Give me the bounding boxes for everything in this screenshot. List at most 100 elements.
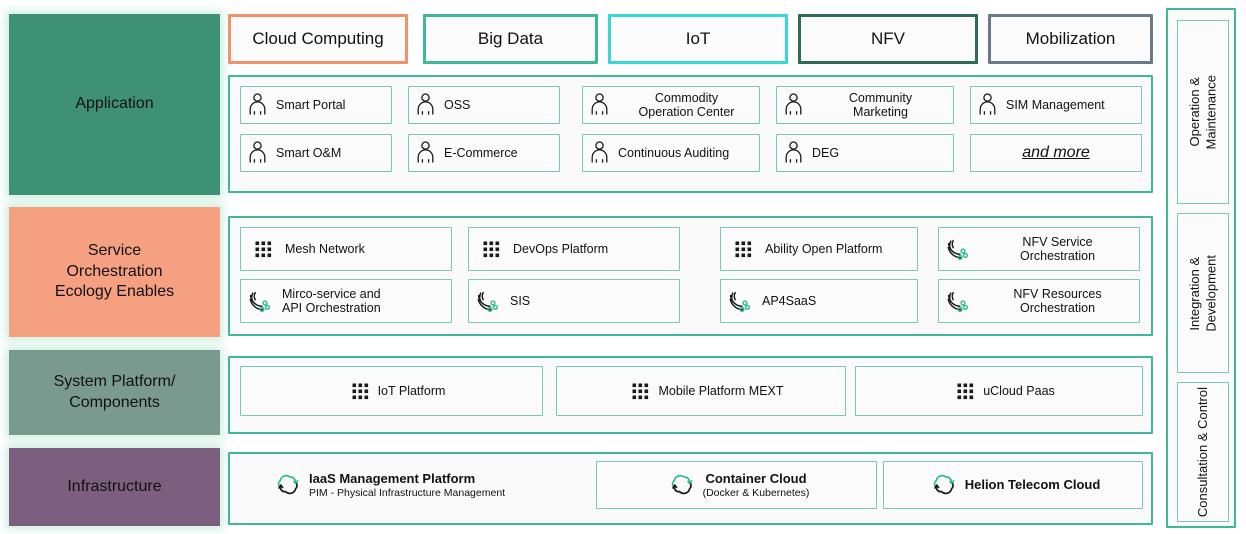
orchestration-icon (477, 291, 498, 312)
service-tile-sis[interactable]: SIS (468, 279, 680, 323)
application-tile-deg[interactable]: DEG (776, 134, 954, 172)
dot-grid-icon (483, 241, 500, 257)
infrastructure-tile-title: Container Cloud (705, 470, 807, 486)
system-platform-panel: IoT Platform Mobile Platform MEXT uCloud P… (228, 356, 1153, 434)
service-tile-ap4saas[interactable]: AP4SaaS (720, 279, 918, 323)
layer-label-service-text: Service Orchestration Ecology Enables (54, 242, 175, 301)
layer-label-infrastructure-text: Infrastructure (67, 477, 162, 495)
domain-tag-mobilization[interactable]: Mobilization (988, 14, 1153, 64)
domain-tag-iot[interactable]: IoT (608, 14, 788, 64)
application-tile-label: Commodity Operation Center (638, 90, 735, 119)
application-tile-label: DEG (812, 145, 840, 160)
layer-label-column: Application Service Orchestration Ecolog… (9, 0, 220, 534)
service-tile-mesh-network[interactable]: Mesh Network (240, 227, 452, 271)
application-tile-oss[interactable]: OSS (408, 86, 560, 124)
service-tile-label: Mirco-service and API Orchestration (282, 286, 381, 315)
service-tile-label: Mesh Network (285, 241, 365, 256)
application-tile-commodity-operation-center[interactable]: Commodity Operation Center (582, 86, 760, 124)
domain-tag-label: Big Data (477, 29, 544, 48)
service-tile-devops-platform[interactable]: DevOps Platform (468, 227, 680, 271)
sidebar-item-label: Consultation & Control (1194, 386, 1210, 518)
application-tile-e-commerce[interactable]: E-Commerce (408, 134, 560, 172)
and-more-link[interactable]: and more (1022, 144, 1090, 161)
application-tile-and-more[interactable]: and more (970, 134, 1142, 172)
layer-label-system: System Platform/ Components (9, 350, 220, 435)
orchestration-icon (249, 291, 270, 312)
person-icon (591, 141, 608, 163)
service-tile-label: DevOps Platform (513, 241, 609, 256)
cloud-icon (933, 474, 955, 495)
infrastructure-tile-helion-telecom-cloud[interactable]: Helion Telecom Cloud (883, 461, 1143, 509)
service-tile-ability-open-platform[interactable]: Ability Open Platform (720, 227, 918, 271)
system-tile-label: uCloud Paas (983, 383, 1055, 398)
orchestration-icon (729, 291, 750, 312)
dot-grid-icon (735, 241, 752, 257)
service-tile-label: SIS (510, 293, 531, 308)
person-icon (249, 93, 266, 115)
infrastructure-tile-title: IaaS Management Platform (309, 470, 476, 486)
dot-grid-icon (632, 383, 649, 399)
cloud-icon (277, 474, 299, 495)
domain-tag-cloud-computing[interactable]: Cloud Computing (228, 14, 408, 64)
domain-tag-nfv[interactable]: NFV (798, 14, 978, 64)
application-tile-smart-o-m[interactable]: Smart O&M (240, 134, 392, 172)
application-tile-label: OSS (444, 97, 471, 112)
layer-label-service: Service Orchestration Ecology Enables (9, 207, 220, 337)
layer-label-application: Application (9, 14, 220, 195)
infrastructure-tile-container-cloud[interactable]: Container Cloud(Docker & Kubernetes) (596, 461, 877, 509)
sidebar-item-integration-development[interactable]: Integration & Development (1177, 213, 1229, 373)
infrastructure-tile-subtitle: PIM - Physical Infrastructure Management (309, 486, 506, 499)
application-tile-label: Community Marketing (848, 90, 913, 119)
dot-grid-icon (352, 383, 368, 399)
application-panel: Smart Portal OSS Commodity Operation Cente… (228, 75, 1153, 193)
service-tile-nfv-resources-orchestration[interactable]: NFV Resources Orchestration (938, 279, 1140, 323)
system-tile-mobile-platform-mext[interactable]: Mobile Platform MEXT (556, 366, 846, 416)
application-tile-continuous-auditing[interactable]: Continuous Auditing (582, 134, 760, 172)
service-tile-label: NFV Resources Orchestration (1013, 286, 1102, 315)
application-tile-label: SIM Management (1006, 97, 1105, 112)
person-icon (785, 93, 802, 115)
system-tile-ucloud-paas[interactable]: uCloud Paas (855, 366, 1143, 416)
application-tile-label: Continuous Auditing (618, 145, 730, 160)
person-icon (591, 93, 608, 115)
application-tile-sim-management[interactable]: SIM Management (970, 86, 1142, 124)
system-tile-label: Mobile Platform MEXT (658, 383, 784, 398)
person-icon (979, 93, 996, 115)
domain-tag-label: Mobilization (1025, 29, 1116, 48)
person-icon (417, 141, 434, 163)
service-orchestration-panel: Mesh Network DevOps Platform Ability Open … (228, 216, 1153, 336)
infrastructure-tile-title: Helion Telecom Cloud (964, 477, 1101, 493)
sidebar-item-consultation-control[interactable]: Consultation & Control (1177, 382, 1229, 522)
domain-tag-label: NFV (871, 29, 905, 48)
domain-tag-label: Cloud Computing (252, 29, 384, 48)
service-tile-nfv-service-orchestration[interactable]: NFV Service Orchestration (938, 227, 1140, 271)
dot-grid-icon (957, 383, 974, 399)
application-tile-smart-portal[interactable]: Smart Portal (240, 86, 392, 124)
application-tile-label: Smart O&M (276, 145, 342, 160)
cloud-icon (671, 474, 693, 495)
dot-grid-icon (255, 241, 272, 257)
sidebar-item-label: Integration & Development (1186, 254, 1218, 332)
service-tile-mirco-service-and-api-orchestration[interactable]: Mirco-service and API Orchestration (240, 279, 452, 323)
application-tile-community-marketing[interactable]: Community Marketing (776, 86, 954, 124)
person-icon (249, 141, 266, 163)
infrastructure-tile-subtitle: (Docker & Kubernetes) (702, 486, 810, 499)
system-tile-iot-platform[interactable]: IoT Platform (240, 366, 543, 416)
layer-label-infrastructure: Infrastructure (9, 448, 220, 526)
layer-label-application-text: Application (75, 95, 154, 113)
person-icon (417, 93, 434, 115)
service-tile-label: Ability Open Platform (765, 241, 883, 256)
service-tile-label: NFV Service Orchestration (1019, 234, 1096, 263)
orchestration-icon (947, 239, 968, 260)
service-tile-label: AP4SaaS (762, 293, 817, 308)
domain-tag-label: IoT (685, 29, 711, 48)
sidebar-item-label: Operation & Maintenance (1186, 74, 1218, 150)
domain-tag-big-data[interactable]: Big Data (423, 14, 598, 64)
sidebar-item-operation-maintenance[interactable]: Operation & Maintenance (1177, 20, 1229, 204)
layer-label-system-text: System Platform/ Components (53, 373, 176, 411)
system-tile-label: IoT Platform (377, 383, 446, 398)
